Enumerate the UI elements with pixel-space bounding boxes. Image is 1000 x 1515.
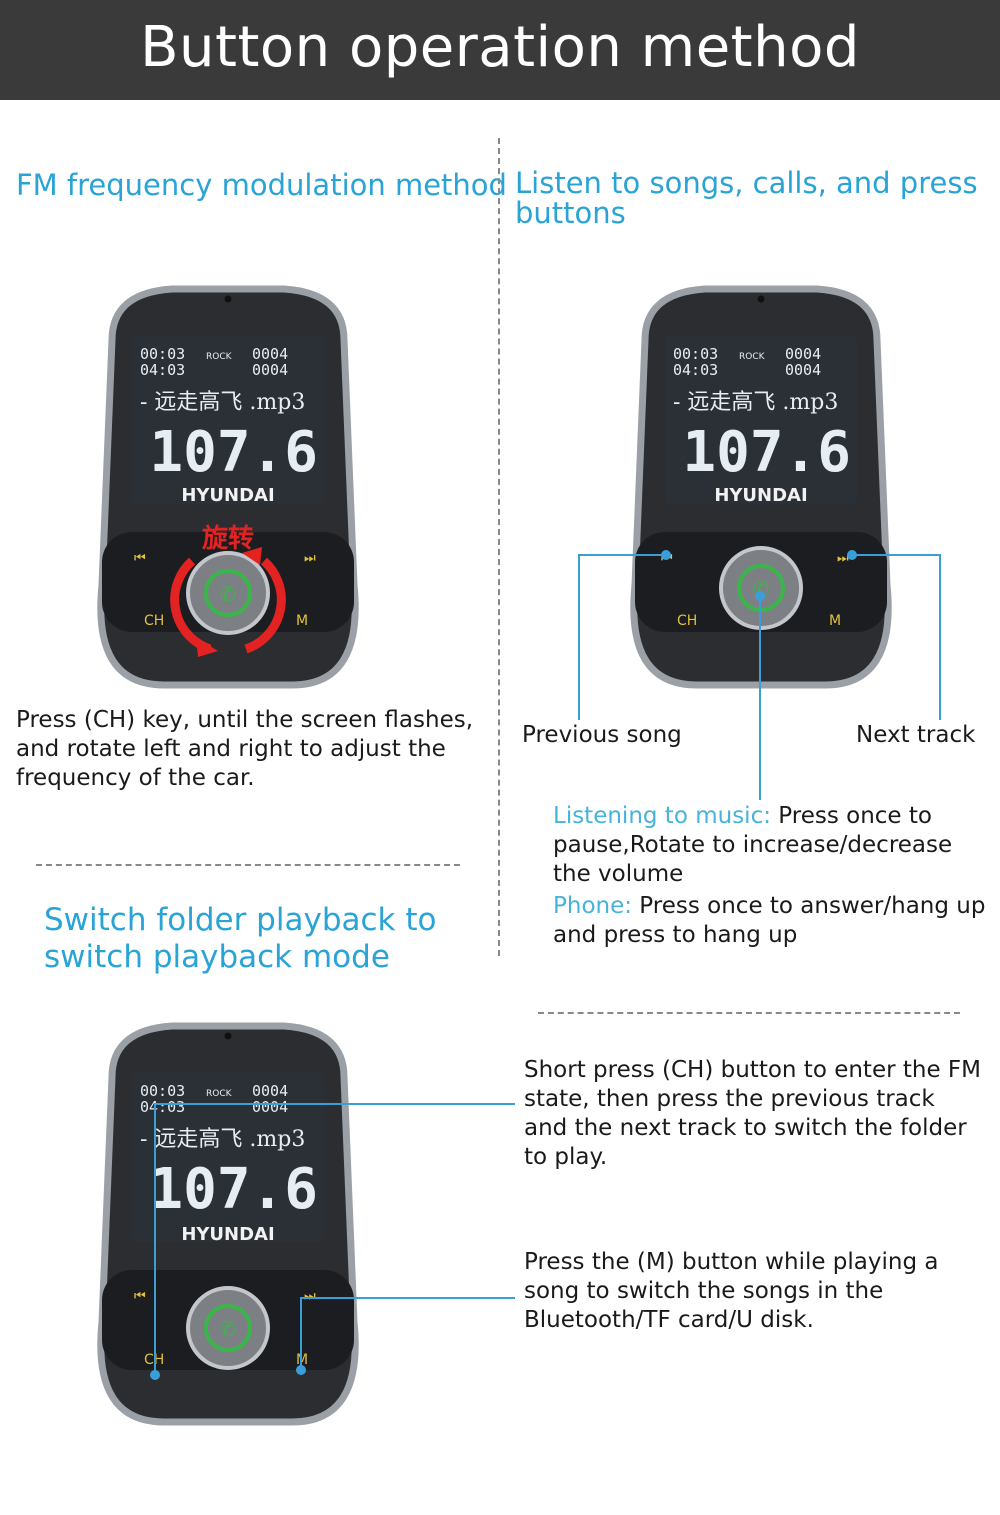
m-button-description: Press the (M) button while playing a son… bbox=[524, 1249, 939, 1333]
lcd-frequency: 107.6 bbox=[149, 1157, 318, 1222]
lcd-song-name: - 远走高飞 .mp3 bbox=[673, 390, 838, 415]
phone-prefix: Phone: bbox=[553, 893, 632, 919]
lcd-screen bbox=[132, 1072, 324, 1242]
rotate-label: 旋转 bbox=[202, 524, 254, 554]
lcd-song-name: - 远走高飞 .mp3 bbox=[140, 390, 305, 415]
lcd-track-count-2: 0004 bbox=[252, 361, 288, 379]
m-label: M bbox=[296, 1352, 308, 1368]
short-press-description: Short press (CH) button to enter the FM … bbox=[524, 1057, 981, 1170]
previous-callout-dot bbox=[661, 550, 671, 560]
lcd-track-count-2: 0004 bbox=[252, 1098, 288, 1116]
next-track-icon: ⏭ bbox=[304, 1289, 316, 1304]
rotary-knob bbox=[186, 1286, 270, 1370]
lcd-frequency: 107.6 bbox=[682, 420, 851, 485]
page-title: Button operation method bbox=[0, 0, 1000, 100]
ch-label: CH bbox=[677, 613, 697, 629]
brand-logo: HYUNDAI bbox=[181, 1224, 274, 1245]
fm-transmitter-image-folder: 00:03 04:03 ROCK 0004 0004 - 远走高飞 .mp3 1… bbox=[97, 1022, 359, 1426]
brand-logo: HYUNDAI bbox=[181, 485, 274, 506]
lcd-track-count-1: 0004 bbox=[252, 345, 288, 363]
lcd-track-count-1: 0004 bbox=[785, 345, 821, 363]
previous-track-icon: ⏮ bbox=[134, 1289, 146, 1304]
ch-label: CH bbox=[144, 613, 164, 629]
fm-section-heading: FM frequency modulation method bbox=[16, 168, 507, 202]
music-text: Press once to pause,Rotate to increase/d… bbox=[553, 803, 953, 887]
knob-callout-dot bbox=[755, 591, 765, 601]
lcd-time-2: 04:03 bbox=[673, 361, 718, 379]
listen-section-heading: Listen to songs, calls, and press button… bbox=[515, 166, 978, 230]
lcd-time-2: 04:03 bbox=[140, 361, 185, 379]
next-callout-dot bbox=[847, 550, 857, 560]
lcd-eq-mode: ROCK bbox=[739, 352, 766, 362]
ch-callout-line bbox=[154, 1103, 515, 1375]
music-prefix: Listening to music: bbox=[553, 803, 771, 829]
m-label: M bbox=[829, 613, 841, 629]
fm-transmitter-image: 00:03 04:03 ROCK 0004 0004 - 远走高飞 .mp3 1… bbox=[97, 285, 359, 689]
phone-call-icon bbox=[204, 1304, 252, 1352]
previous-callout-line bbox=[578, 554, 666, 720]
phone-call-icon bbox=[204, 569, 252, 617]
previous-song-label: Previous song bbox=[522, 722, 682, 748]
lcd-time-1: 00:03 bbox=[140, 1082, 185, 1100]
lcd-time-2: 04:03 bbox=[140, 1098, 185, 1116]
phone-text: Press once to answer/hang up and press t… bbox=[553, 893, 986, 948]
next-track-label: Next track bbox=[856, 722, 976, 748]
lcd-time-1: 00:03 bbox=[140, 345, 185, 363]
lcd-track-count-1: 0004 bbox=[252, 1082, 288, 1100]
previous-track-icon: ⏮ bbox=[134, 551, 146, 566]
next-track-icon: ⏭ bbox=[837, 551, 849, 566]
ch-callout-dot bbox=[150, 1370, 160, 1380]
phone-instructions: Phone: Press once to answer/hang up and … bbox=[553, 892, 993, 950]
rotate-right-arrow bbox=[244, 557, 286, 654]
left-divider bbox=[36, 864, 460, 866]
svg-text:✆: ✆ bbox=[220, 582, 237, 606]
right-divider bbox=[538, 1012, 960, 1014]
lcd-time-1: 00:03 bbox=[673, 345, 718, 363]
m-callout-line bbox=[300, 1297, 515, 1370]
lcd-track-count-2: 0004 bbox=[785, 361, 821, 379]
microphone-hole bbox=[224, 295, 232, 303]
lcd-eq-mode: ROCK bbox=[206, 1089, 233, 1099]
folder-section-heading: Switch folder playback to switch playbac… bbox=[44, 902, 437, 975]
vertical-divider bbox=[498, 138, 500, 956]
lcd-eq-mode: ROCK bbox=[206, 352, 233, 362]
lcd-screen bbox=[132, 335, 324, 505]
brand-logo: HYUNDAI bbox=[714, 485, 807, 506]
m-callout-dot bbox=[296, 1365, 306, 1375]
svg-text:✆: ✆ bbox=[220, 1317, 237, 1341]
music-instructions: Listening to music: Press once to pause,… bbox=[553, 802, 993, 889]
fm-description: Press (CH) key, until the screen flashes… bbox=[16, 707, 474, 791]
next-track-icon: ⏭ bbox=[304, 551, 316, 566]
lcd-song-name: - 远走高飞 .mp3 bbox=[140, 1127, 305, 1152]
m-label: M bbox=[296, 613, 308, 629]
rotary-knob bbox=[186, 551, 270, 635]
lcd-screen bbox=[665, 335, 857, 505]
lcd-frequency: 107.6 bbox=[149, 420, 318, 485]
next-callout-line bbox=[852, 554, 941, 720]
fm-transmitter-image-listen: 00:03 04:03 ROCK 0004 0004 - 远走高飞 .mp3 1… bbox=[630, 285, 892, 689]
